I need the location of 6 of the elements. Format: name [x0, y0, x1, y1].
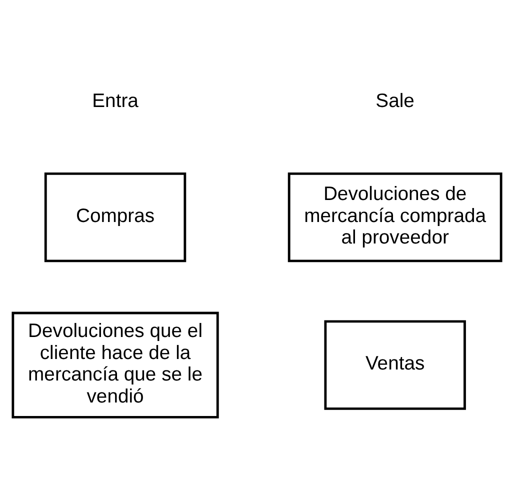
node-box: Devoluciones de mercancía comprada al proveedor [288, 172, 502, 262]
node-box: Ventas [324, 320, 466, 410]
label: Entra [92, 89, 138, 112]
label: Sale [376, 89, 414, 112]
node-box: Compras [44, 172, 186, 262]
node-box: Devoluciones que el cliente hace de la mercancía que se le vendió [12, 311, 219, 418]
